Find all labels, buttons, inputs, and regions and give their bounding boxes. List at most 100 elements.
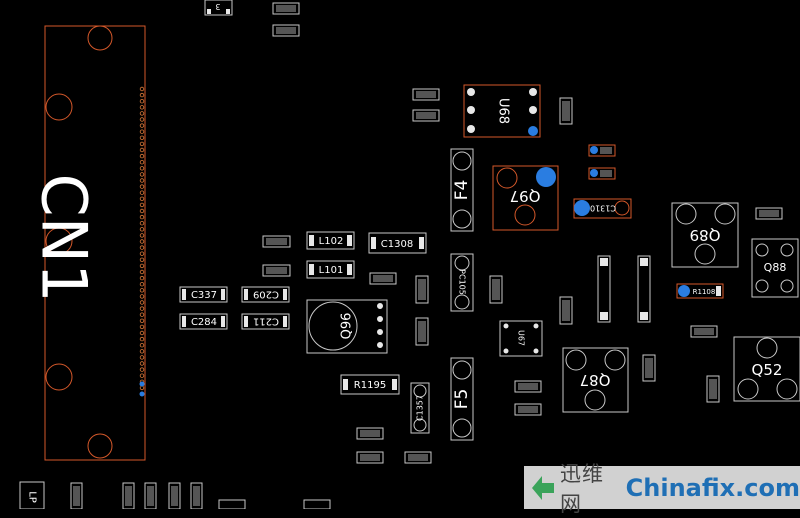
- c1357-capacitor[interactable]: C1357: [410, 382, 430, 434]
- lp-label: LP: [27, 491, 38, 503]
- small-resistor[interactable]: [755, 207, 783, 220]
- f5-fuse[interactable]: F5: [450, 357, 474, 441]
- q89-transistor[interactable]: Q89: [671, 202, 739, 268]
- long-resistor-vertical[interactable]: [637, 255, 651, 323]
- cn1-pin: [139, 92, 145, 98]
- cn1-pin: [139, 233, 145, 238]
- small-resistor[interactable]: [412, 88, 440, 101]
- l101-inductor[interactable]: L101: [306, 260, 355, 279]
- c284-capacitor[interactable]: C284: [179, 313, 228, 330]
- small-cap-highlight[interactable]: [588, 167, 616, 180]
- l101-label: L101: [319, 265, 344, 276]
- small-resistor-vertical[interactable]: [70, 482, 83, 509]
- small-cap-highlight[interactable]: [588, 144, 616, 157]
- c337-capacitor[interactable]: C337: [179, 286, 228, 303]
- cn1-pin: [139, 184, 145, 189]
- small-resistor-vertical[interactable]: [559, 296, 573, 325]
- f4-fuse[interactable]: F4: [450, 148, 474, 232]
- c211-capacitor[interactable]: C211: [241, 313, 290, 330]
- c284-label: C284: [191, 317, 217, 328]
- u67-chip[interactable]: U67: [499, 320, 543, 357]
- cn1-pin: [139, 105, 145, 110]
- cn1-pin: [139, 385, 145, 391]
- cn1-pin: [139, 86, 145, 92]
- part-3-top[interactable]: 3: [204, 0, 233, 16]
- l102-inductor[interactable]: L102: [306, 231, 355, 250]
- q87-transistor[interactable]: Q87: [562, 347, 629, 413]
- cn1-via: [139, 391, 145, 397]
- c1308-capacitor[interactable]: C1308: [368, 232, 427, 254]
- small-resistor-vertical[interactable]: [559, 97, 573, 125]
- cn1-pin: [139, 214, 145, 220]
- small-resistor-vertical[interactable]: [168, 482, 181, 509]
- cn1-pin: [139, 312, 145, 317]
- small-cap[interactable]: [262, 264, 291, 277]
- q96-transistor[interactable]: Q96: [306, 299, 388, 354]
- small-resistor-vertical[interactable]: [415, 275, 429, 304]
- cn1-pin: [139, 123, 145, 128]
- q87-label: Q87: [580, 371, 611, 389]
- small-resistor[interactable]: [356, 451, 384, 464]
- long-resistor-vertical[interactable]: [597, 255, 611, 323]
- cn1-pin: [139, 166, 145, 171]
- small-resistor[interactable]: [412, 109, 440, 122]
- small-resistor-vertical[interactable]: [642, 354, 656, 382]
- cn1-pin-row: [139, 86, 145, 391]
- cn1-pin: [139, 190, 145, 195]
- small-resistor-vertical[interactable]: [489, 275, 503, 304]
- cn1-pin: [139, 98, 145, 104]
- cn1-pin: [139, 269, 145, 275]
- c209-label: C209: [253, 289, 279, 300]
- small-cap[interactable]: [262, 235, 291, 248]
- small-resistor[interactable]: [356, 427, 384, 440]
- cn1-pin: [139, 282, 145, 287]
- cn1-pin: [139, 196, 145, 201]
- watermark-en-text: Chinafix.com: [625, 473, 800, 502]
- q52-label: Q52: [752, 361, 783, 379]
- small-cap[interactable]: [369, 272, 397, 285]
- small-resistor[interactable]: [272, 2, 300, 15]
- cn1-pin: [139, 147, 145, 153]
- r1108-resistor[interactable]: R1108: [676, 283, 724, 299]
- cn1-pin: [139, 361, 145, 366]
- small-resistor[interactable]: [404, 451, 432, 464]
- cn1-pin: [139, 275, 145, 281]
- cn1-pin: [139, 159, 145, 165]
- small-resistor-vertical[interactable]: [415, 317, 429, 346]
- lp-part[interactable]: LP: [19, 481, 45, 509]
- small-resistor[interactable]: [514, 403, 542, 416]
- small-resistor[interactable]: [690, 325, 718, 338]
- q97-label: Q97: [510, 187, 541, 205]
- pc105-capacitor[interactable]: PC105: [450, 253, 474, 312]
- small-resistor[interactable]: [218, 499, 246, 509]
- f4-label: F4: [452, 180, 472, 201]
- cn1-pin: [139, 324, 145, 330]
- cn1-connector[interactable]: CN1: [28, 25, 146, 461]
- small-resistor-vertical[interactable]: [706, 375, 720, 403]
- cn1-pin: [139, 239, 145, 244]
- cn1-pin: [139, 135, 145, 140]
- cn1-pin: [139, 373, 145, 378]
- small-resistor-vertical[interactable]: [122, 482, 135, 509]
- cn1-pin: [139, 111, 145, 116]
- q89-label: Q89: [690, 226, 721, 244]
- f5-label: F5: [452, 389, 472, 410]
- small-resistor[interactable]: [303, 499, 331, 509]
- chinafix-watermark: 迅维网 Chinafix.com: [524, 462, 800, 516]
- c1310-capacitor[interactable]: C1310: [573, 198, 632, 219]
- small-resistor[interactable]: [272, 24, 300, 37]
- q88-transistor[interactable]: Q88: [751, 238, 799, 298]
- small-resistor[interactable]: [514, 380, 542, 393]
- c209-capacitor[interactable]: C209: [241, 286, 290, 303]
- cn1-pin: [139, 300, 145, 305]
- q97-transistor[interactable]: Q97: [492, 165, 559, 231]
- cn1-pin: [139, 245, 145, 250]
- small-resistor-vertical[interactable]: [190, 482, 203, 509]
- u68-chip[interactable]: U68: [463, 84, 541, 138]
- cn1-label: CN1: [28, 173, 101, 302]
- r1195-resistor[interactable]: R1195: [340, 374, 400, 395]
- q52-transistor[interactable]: Q52: [733, 336, 800, 402]
- q88-label: Q88: [764, 261, 787, 274]
- small-resistor-vertical[interactable]: [144, 482, 157, 509]
- cn1-pin: [139, 263, 145, 269]
